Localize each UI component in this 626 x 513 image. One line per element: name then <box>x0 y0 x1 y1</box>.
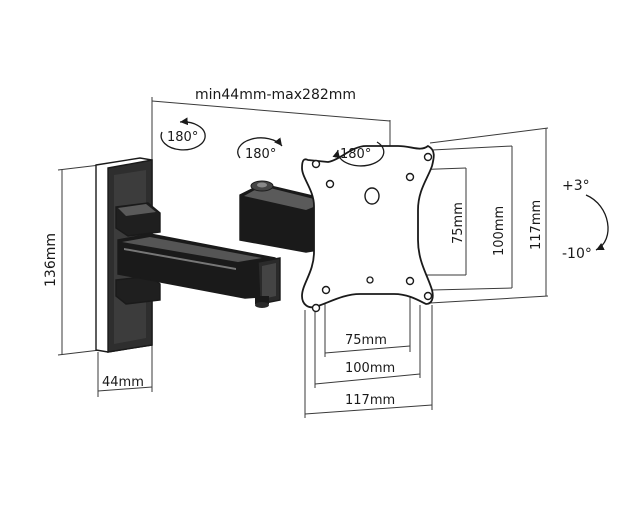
tilt-up-label: +3° <box>562 178 590 194</box>
vesa-75-horizontal-label: 75mm <box>345 333 387 348</box>
vesa-hole <box>325 179 335 189</box>
vesa-hole <box>405 172 415 182</box>
vesa-100-horizontal-label: 100mm <box>345 361 395 376</box>
wall-plate-height-label: 136mm <box>43 233 59 287</box>
vesa-plate <box>301 144 435 313</box>
rotation-mid: 180° <box>237 137 283 162</box>
vesa-hole <box>423 291 433 301</box>
vesa-75-vertical-label: 75mm <box>451 202 466 244</box>
vesa-horizontal-dimensions: 75mm 100mm 117mm <box>304 295 433 418</box>
rotation-plate: 180° <box>332 141 385 167</box>
vesa-hole <box>366 276 374 284</box>
vesa-hole <box>405 276 415 286</box>
rotation-wall: 180° <box>160 117 206 151</box>
vesa-100-vertical-label: 100mm <box>492 206 507 256</box>
vesa-117-vertical-label: 117mm <box>529 200 544 250</box>
rotation-wall-label: 180° <box>167 130 198 145</box>
wall-plate-width-dimension: 44mm <box>97 345 153 397</box>
tilt-indicator: +3° -10° <box>562 178 609 262</box>
vesa-hole <box>321 285 331 295</box>
arm-extension-dimension: min44mm-max282mm <box>151 87 391 160</box>
wall-plate <box>95 157 161 353</box>
wall-plate-width-label: 44mm <box>102 375 144 390</box>
vesa-vertical-dimensions: 75mm 100mm 117mm <box>409 127 549 304</box>
arm-extension-label: min44mm-max282mm <box>195 87 356 103</box>
rotation-mid-label: 180° <box>245 147 276 162</box>
rotation-plate-label: 180° <box>340 147 371 162</box>
wall-plate-height-dimension: 136mm <box>43 164 101 356</box>
articulating-arm <box>117 180 331 308</box>
vesa-hole <box>311 303 321 313</box>
vesa-hole <box>311 159 321 169</box>
vesa-hole <box>423 152 433 162</box>
vesa-117-horizontal-label: 117mm <box>345 393 395 408</box>
tilt-down-label: -10° <box>562 246 592 262</box>
